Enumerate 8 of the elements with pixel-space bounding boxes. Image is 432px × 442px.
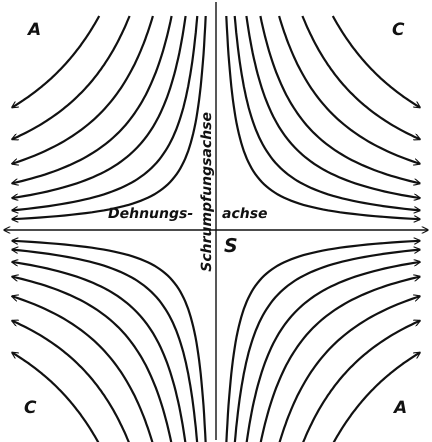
region-label: A (394, 400, 408, 417)
axis-label: Dehnungs- (108, 207, 194, 221)
region-label: A (28, 22, 42, 39)
axis-label: Schrumpfungsachse (200, 112, 214, 272)
region-label: C (24, 400, 36, 417)
region-label: C (392, 22, 404, 39)
axis-label: achse (222, 207, 268, 221)
point-label: S (224, 237, 238, 256)
